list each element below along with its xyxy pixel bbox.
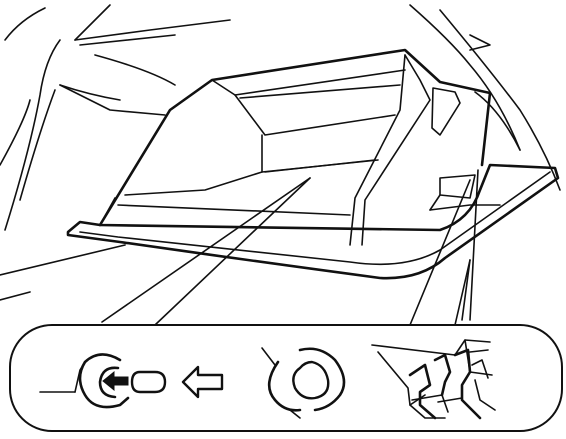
arrow-left-icon [181, 365, 224, 399]
hinge-clips-icon [371, 339, 496, 420]
latch-pressed-icon [39, 353, 167, 409]
leader-lines [101, 177, 471, 326]
dashboard-background [0, 4, 561, 321]
detail-panel [9, 324, 563, 432]
glove-box [66, 48, 560, 280]
latch-rotated-icon [261, 347, 346, 419]
